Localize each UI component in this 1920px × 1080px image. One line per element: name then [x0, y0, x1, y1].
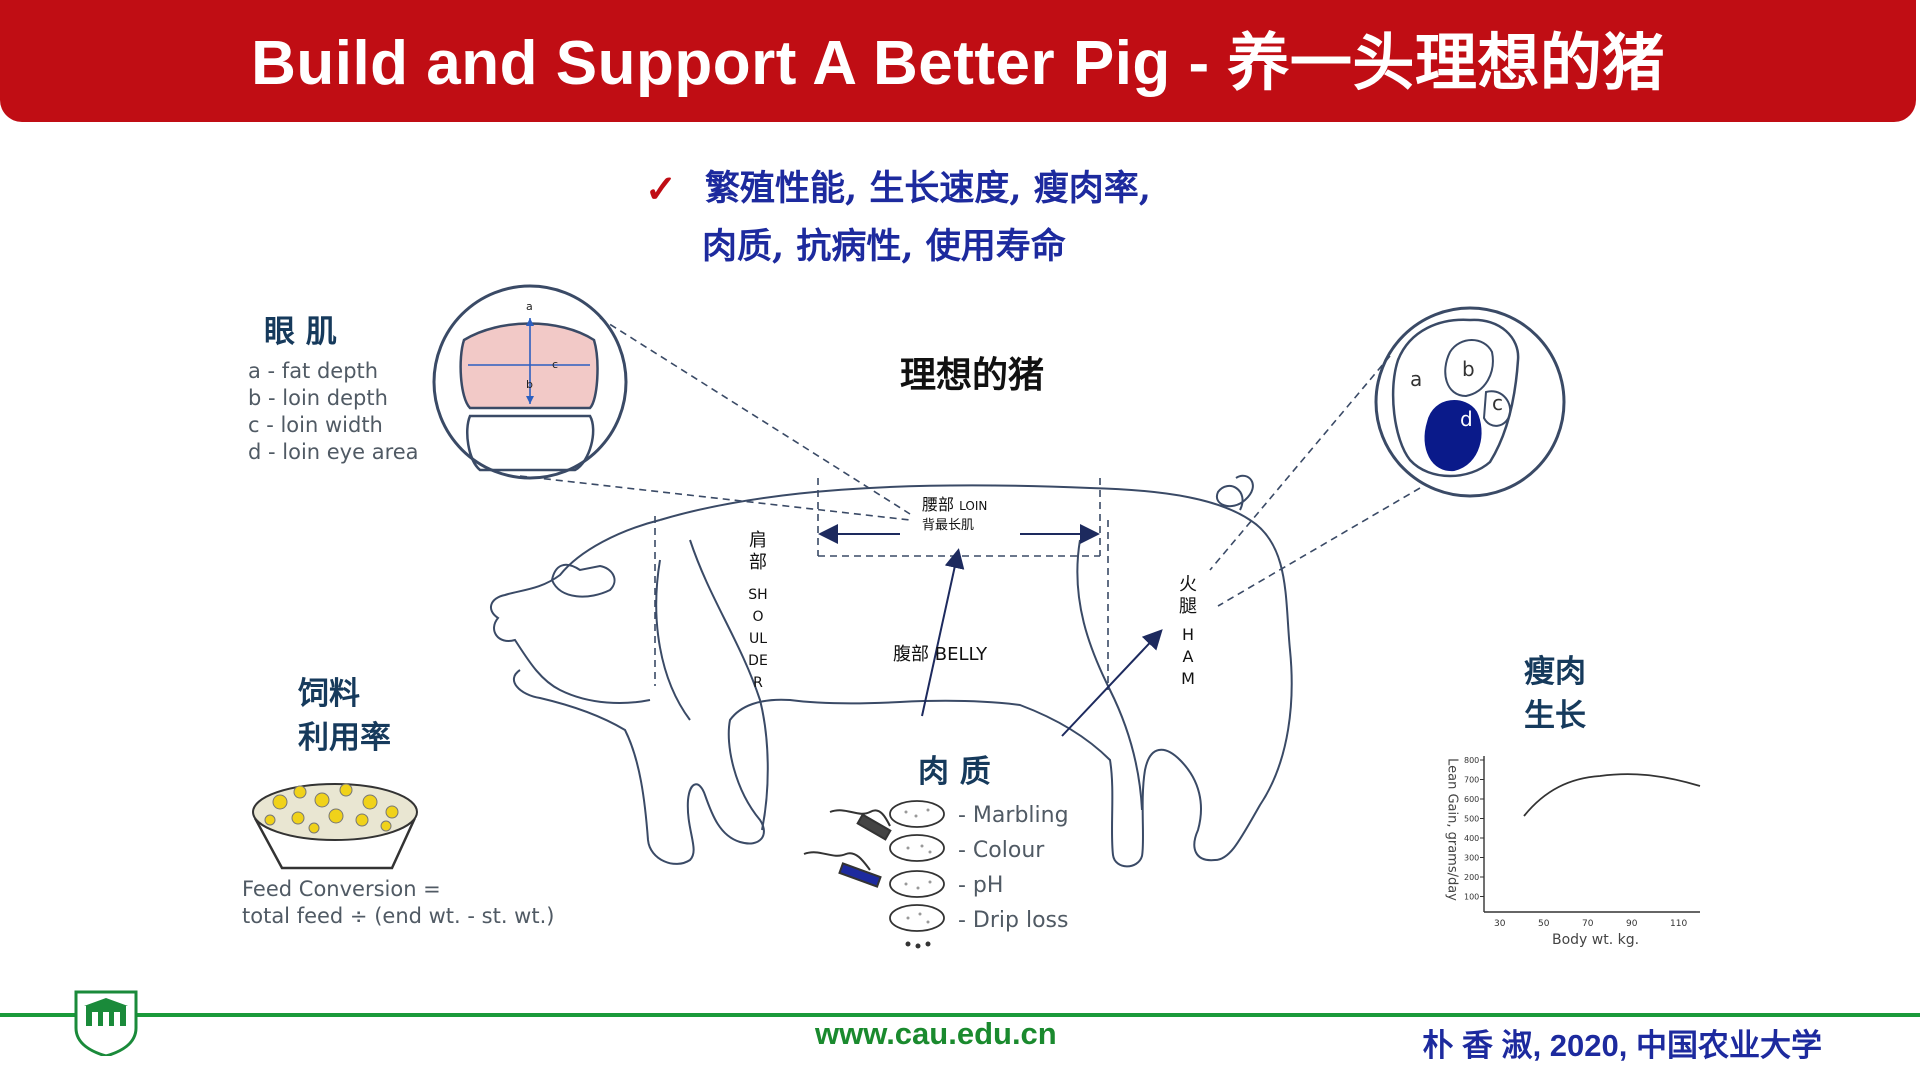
loin-label: 腰部 LOIN 背最长肌 — [922, 496, 987, 535]
meat-quality-marbling: - Marbling — [958, 803, 1069, 828]
checkmark-icon: ✓ — [645, 166, 677, 211]
loin-eye-leader-lines — [519, 317, 911, 521]
meat-samples-icon — [889, 800, 945, 932]
legend-item-c: c - loin width — [248, 413, 383, 437]
ham-label-a: a — [1410, 367, 1422, 391]
lean-growth-title: 瘦肉 生长 — [1524, 650, 1586, 738]
loin-eye-section: a b c — [432, 284, 628, 480]
eye-muscle-legend: a - fat depth b - loin depth c - loin wi… — [248, 358, 419, 466]
lean-title-line-1: 瘦肉 — [1524, 654, 1586, 690]
shoulder-label-cn: 肩部 — [749, 530, 767, 573]
meat-quality-ph: - pH — [958, 873, 1004, 898]
loin-muscle-label: 背最长肌 — [922, 518, 975, 533]
marker-c-label: c — [552, 358, 558, 371]
ham-leader-lines — [1209, 355, 1421, 607]
lean-ytick-label: 100 — [1464, 893, 1479, 902]
lean-chart-xlabel: Body wt. kg. — [1552, 932, 1640, 948]
meat-quality-list: - Marbling - Colour - pH - Drip loss — [958, 798, 1069, 938]
ph-probe-icon — [803, 809, 892, 888]
footer-credit: 朴 香 淑, 2020, 中国农业大学 — [1422, 1028, 1822, 1063]
footer-url[interactable]: www.cau.edu.cn — [815, 1016, 1057, 1051]
lean-xtick-label: 90 — [1626, 919, 1638, 929]
eye-muscle-title: 眼 肌 — [264, 314, 337, 350]
trait-bullets: ✓ 繁殖性能, 生长速度, 瘦肉率, 肉质, 抗病性, 使用寿命 — [645, 160, 1151, 276]
marker-a-label: a — [526, 300, 533, 313]
feed-formula-line-2: total feed ÷ (end wt. - st. wt.) — [242, 904, 555, 928]
loin-label-cn: 腰部 — [922, 495, 955, 514]
lean-ytick-label: 700 — [1464, 776, 1479, 785]
pig-outline — [489, 474, 1293, 868]
lean-title-line-2: 生长 — [1524, 698, 1586, 734]
feed-efficiency-title: 饲料 利用率 — [298, 672, 391, 760]
lean-ytick-label: 600 — [1464, 795, 1479, 804]
lean-ytick-label: 400 — [1464, 834, 1479, 843]
feed-title-line-2: 利用率 — [298, 720, 391, 756]
bullet-line-2: 肉质, 抗病性, 使用寿命 — [702, 226, 1066, 267]
slide-title: Build and Support A Better Pig - 养一头理想的猪 — [251, 29, 1665, 98]
diagram-title: 理想的猪 — [900, 354, 1045, 396]
lean-growth-chart: 800 700 600 500 400 300 200 100 30 50 70 90 110 — [1464, 756, 1701, 929]
legend-item-d: d - loin eye area — [248, 440, 419, 464]
meat-quality-drip-loss: - Drip loss — [958, 908, 1069, 933]
lean-ytick-label: 500 — [1464, 815, 1479, 824]
region-guides — [654, 478, 1109, 690]
title-banner: Build and Support A Better Pig - 养一头理想的猪 — [0, 0, 1916, 122]
footer-divider — [0, 1013, 1920, 1017]
loin-label-en: LOIN — [959, 499, 988, 513]
meat-sample-dots — [904, 808, 932, 924]
legend-item-b: b - loin depth — [248, 386, 388, 410]
feed-title-line-1: 饲料 — [298, 676, 360, 712]
feed-formula-line-1: Feed Conversion = — [242, 877, 441, 901]
lean-xtick-label: 70 — [1582, 919, 1594, 929]
lean-ytick-label: 200 — [1464, 873, 1479, 882]
marker-b-label: b — [526, 378, 533, 391]
drip-drops-icon — [905, 941, 931, 949]
meat-quality-colour: - Colour — [958, 838, 1045, 863]
feed-bowl-icon — [252, 783, 418, 870]
feed-formula: Feed Conversion = total feed ÷ (end wt. … — [242, 876, 554, 930]
university-logo — [74, 990, 138, 1056]
region-arrows — [818, 524, 1163, 737]
bullet-line-1: 繁殖性能, 生长速度, 瘦肉率, — [705, 168, 1151, 209]
ham-label-c: c — [1492, 391, 1503, 415]
lean-chart-ylabel: Lean Gain, grams/day — [1444, 758, 1460, 901]
belly-label: 腹部 BELLY — [893, 644, 988, 665]
legend-item-a: a - fat depth — [248, 359, 379, 383]
lean-xtick-label: 30 — [1494, 919, 1506, 929]
lean-gain-curve — [1523, 773, 1701, 817]
meat-quality-title: 肉 质 — [918, 754, 991, 790]
ham-section: a b c d — [1374, 306, 1566, 498]
lean-ytick-label: 300 — [1464, 854, 1479, 863]
ham-label-d: d — [1460, 407, 1473, 431]
ham-label-en: HAM — [1181, 625, 1195, 688]
lean-ytick-label: 800 — [1464, 756, 1479, 765]
lean-xtick-label: 50 — [1538, 919, 1550, 929]
shoulder-label-en: SHOULDER — [748, 587, 768, 691]
ham-label-cn: 火腿 — [1179, 574, 1197, 617]
ham-label-b: b — [1462, 357, 1475, 381]
lean-xtick-label: 110 — [1670, 919, 1687, 929]
